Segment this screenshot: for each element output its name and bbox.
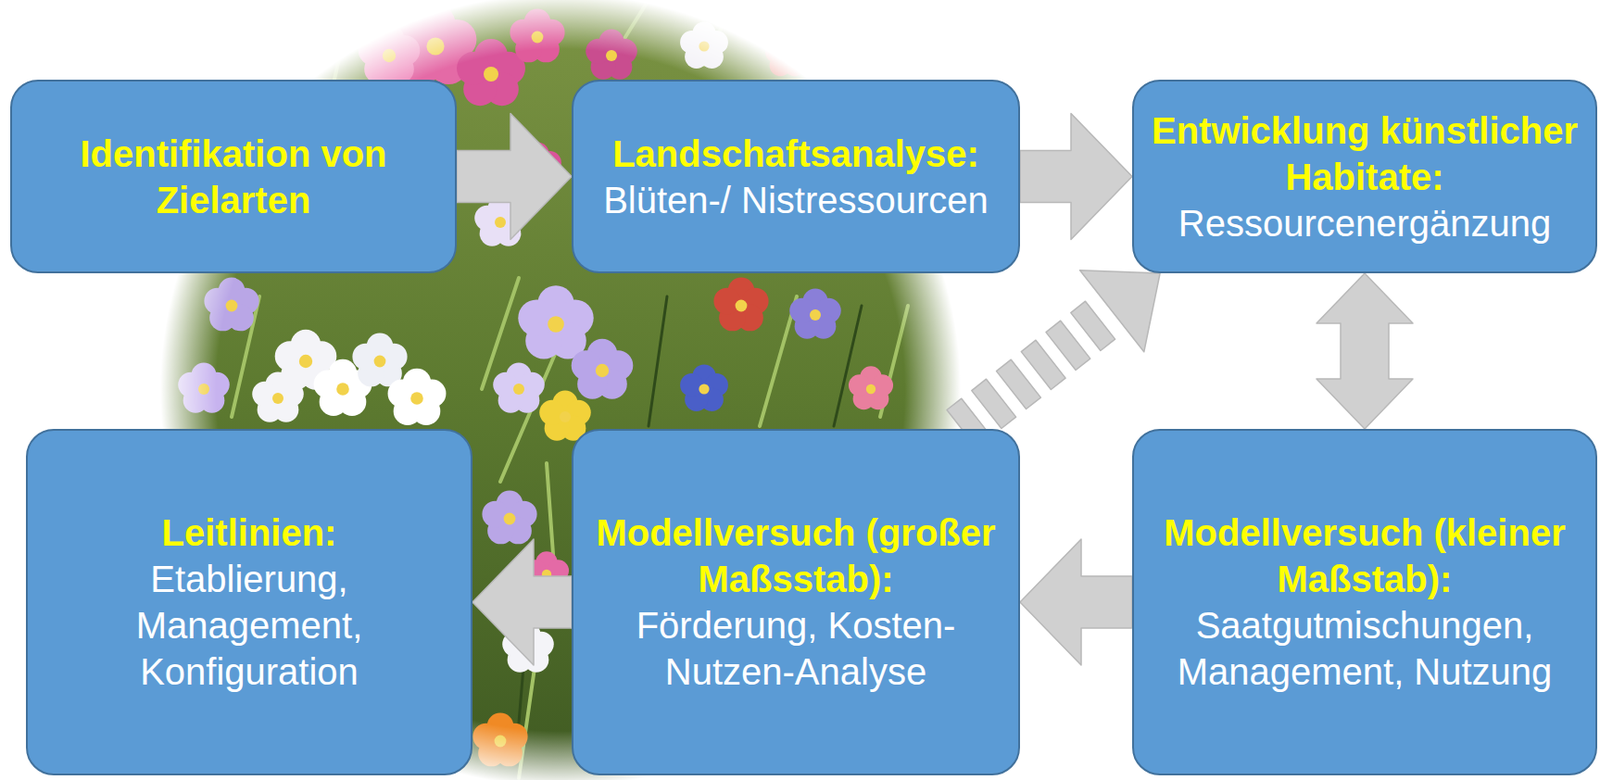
box-body-text: Etablierung, Management, Konfiguration: [44, 555, 454, 695]
process-box: Modellversuch (großer Maßsstab):Förderun…: [571, 428, 1021, 776]
flower: [713, 277, 769, 332]
process-box: Leitlinien:Etablierung, Management, Konf…: [25, 428, 473, 776]
arrow-body: [1020, 113, 1133, 240]
box-body-text: Ressourcenergänzung: [1150, 200, 1579, 247]
flower: [571, 339, 634, 400]
box-heading: Modellversuch (kleiner Maßstab):: [1150, 509, 1579, 603]
box-body-text: Blüten-/ Nistressourcen: [590, 176, 1002, 224]
arrow-body: [1020, 539, 1133, 666]
flower: [352, 333, 407, 388]
flower: [251, 372, 304, 423]
block-arrow: [1020, 539, 1133, 666]
flower: [765, 32, 810, 76]
flower: [203, 277, 259, 332]
box-heading: Identifikation von Zielarten: [28, 130, 439, 224]
block-arrow: [1020, 113, 1133, 240]
arrow-body: [456, 113, 572, 240]
flower: [680, 21, 729, 69]
flower: [177, 363, 230, 414]
flower: [358, 24, 421, 85]
flower: [789, 289, 842, 340]
box-heading: Landschaftsanalyse:: [590, 130, 1002, 177]
process-box: Identifikation von Zielarten: [10, 79, 457, 274]
dashed-block-arrow: [946, 270, 1160, 449]
arrow-stripe: [1070, 301, 1116, 351]
flower: [848, 365, 894, 410]
box-heading: Leitlinien:: [44, 509, 454, 556]
arrow-body: [472, 539, 572, 666]
block-arrow: [456, 113, 572, 240]
flower: [509, 9, 565, 63]
flower: [517, 285, 593, 359]
box-heading: Entwicklung künstlicher Habitate:: [1150, 107, 1579, 201]
flower: [492, 363, 545, 414]
arrow-head: [1080, 270, 1161, 353]
box-heading: Modellversuch (großer Maßsstab):: [590, 509, 1002, 603]
flower: [481, 491, 537, 545]
box-body-text: Förderung, Kosten-Nutzen-Analyse: [590, 602, 1002, 695]
process-box: Landschaftsanalyse:Blüten-/ Nistressourc…: [571, 79, 1021, 274]
block-arrow: [472, 539, 572, 666]
flower: [456, 38, 526, 106]
arrow-body: [1316, 273, 1413, 429]
process-box: Entwicklung künstlicher Habitate:Ressour…: [1132, 79, 1598, 274]
box-body-text: Saatgutmischungen, Management, Nutzung: [1150, 602, 1579, 695]
flower: [585, 29, 638, 80]
flower: [472, 713, 528, 768]
flower: [388, 368, 447, 426]
block-arrow: [1316, 273, 1413, 429]
process-box: Modellversuch (kleiner Maßstab):Saatgutm…: [1132, 428, 1598, 776]
flower: [680, 364, 729, 412]
